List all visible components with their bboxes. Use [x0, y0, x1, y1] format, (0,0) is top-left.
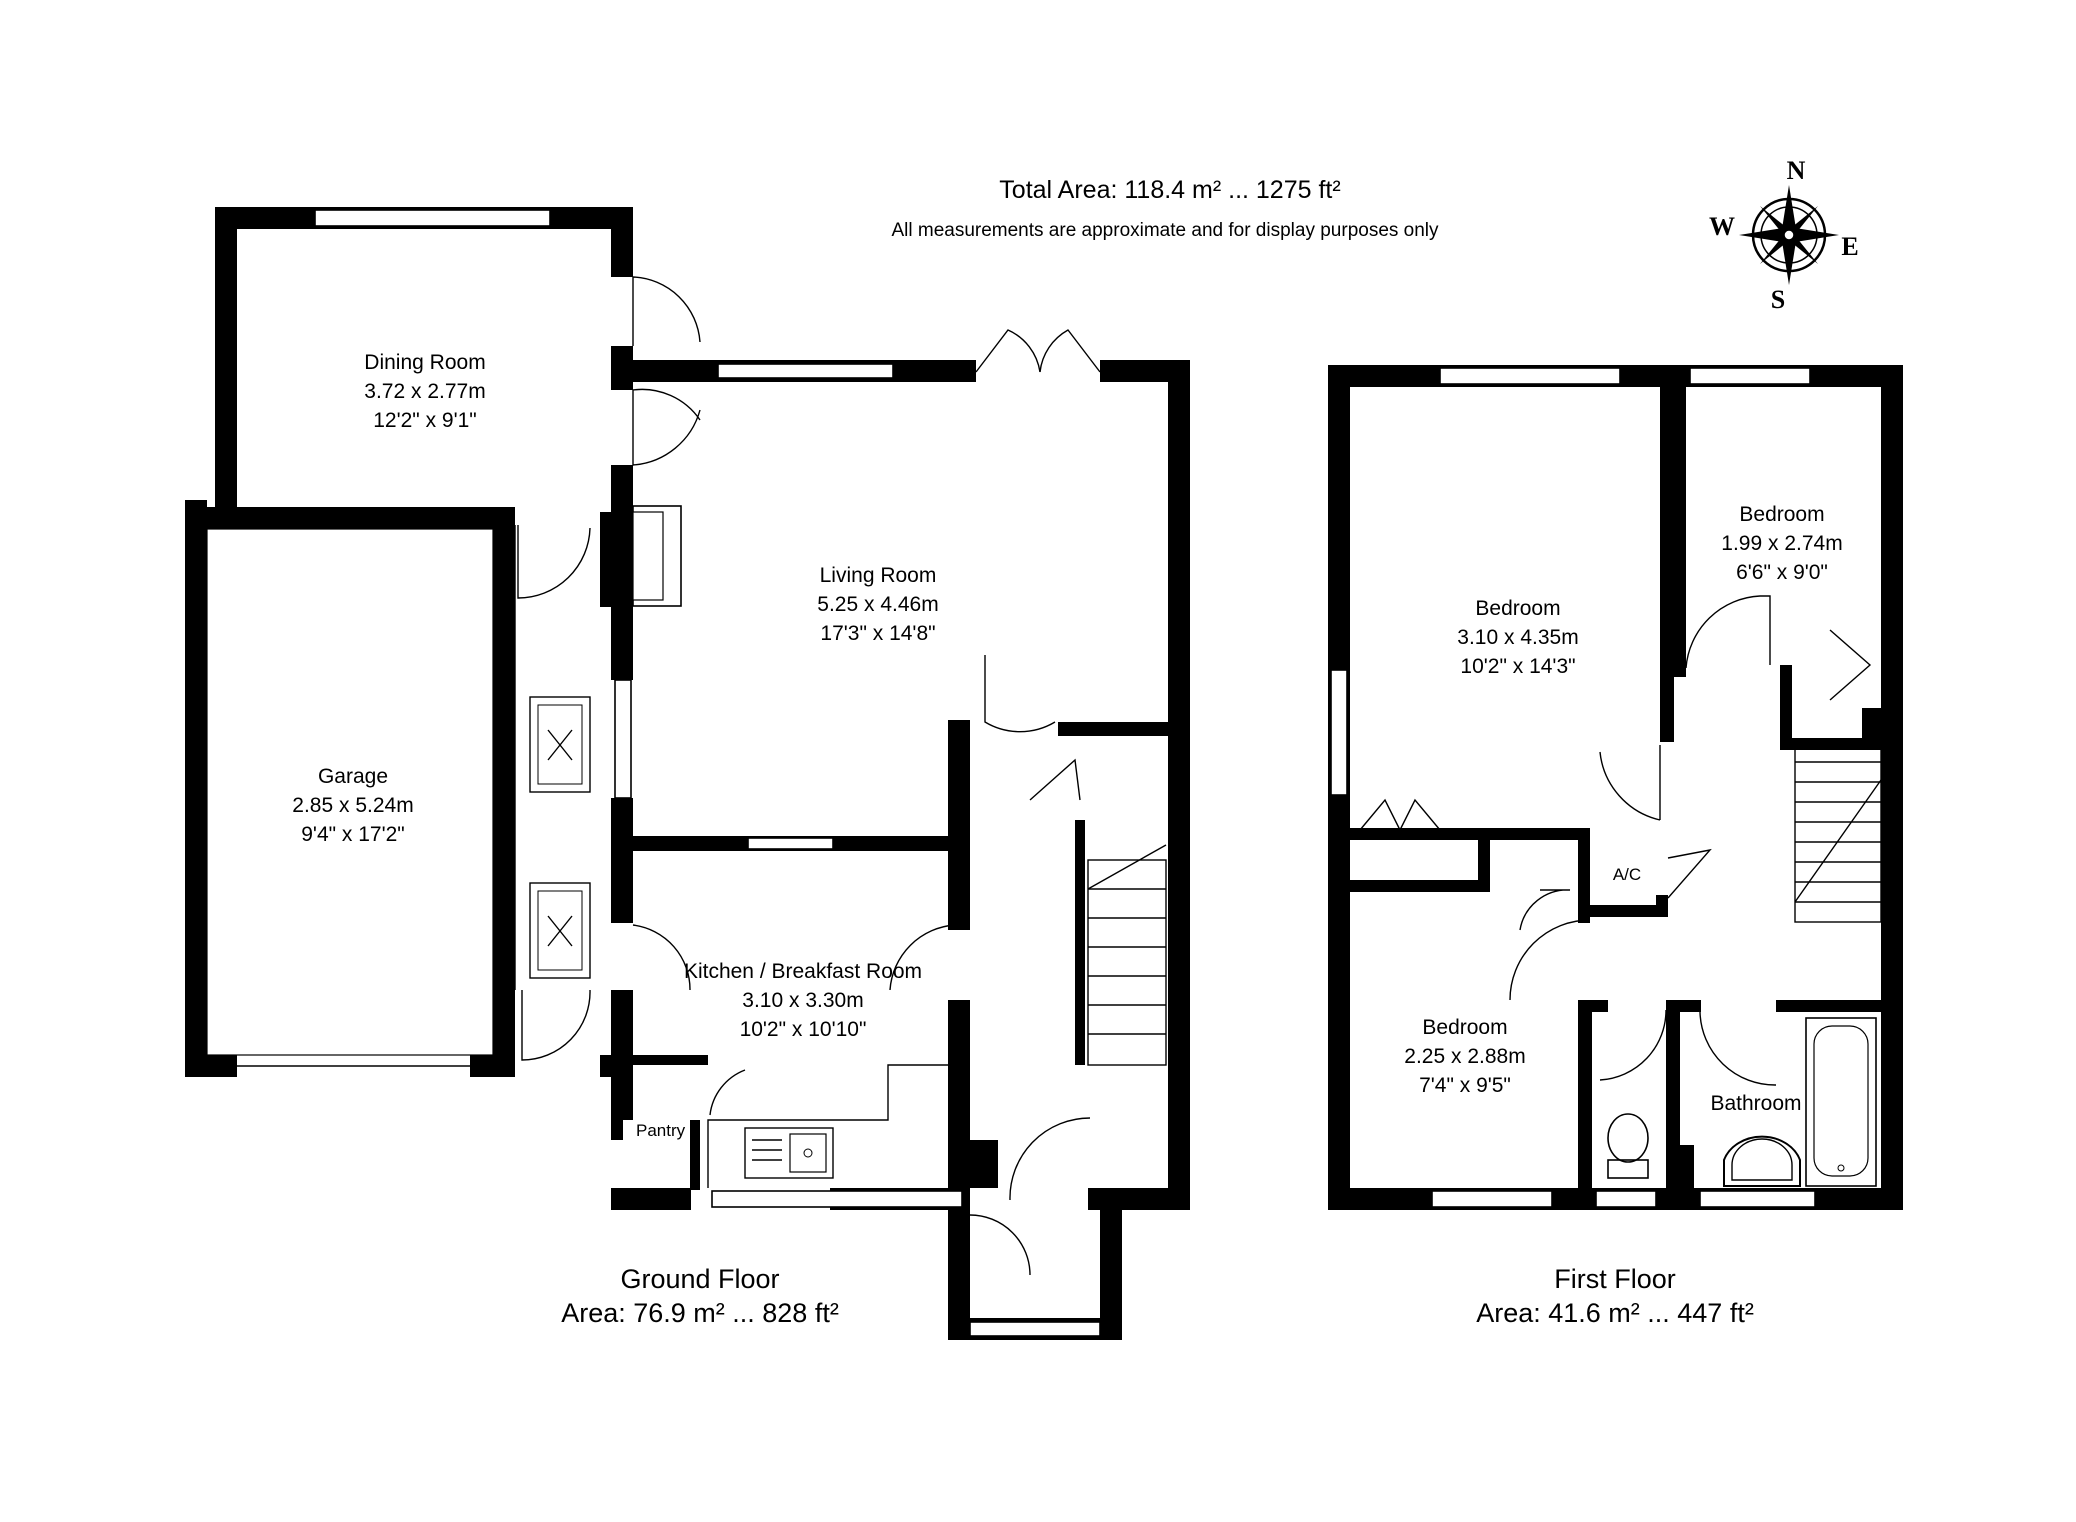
kitchen-metric: 3.10 x 3.30m [742, 989, 863, 1012]
living-room-imperial: 17'3" x 14'8" [820, 622, 935, 645]
compass-north-label: N [1787, 156, 1806, 185]
compass-rose-icon [1739, 185, 1839, 285]
bedroom-main-metric: 3.10 x 4.35m [1457, 626, 1578, 649]
compass-west-label: W [1709, 212, 1735, 241]
dining-room-name: Dining Room [364, 351, 485, 374]
skylight-icon [529, 696, 591, 793]
bathroom-name: Bathroom [1710, 1092, 1801, 1115]
bedroom-front-imperial: 7'4" x 9'5" [1419, 1074, 1511, 1097]
bedroom-front-name: Bedroom [1422, 1016, 1507, 1039]
garage-imperial: 9'4" x 17'2" [301, 823, 405, 846]
staircase [1075, 820, 1167, 1066]
bedroom-main-name: Bedroom [1475, 597, 1560, 620]
sink-icon [744, 1127, 834, 1179]
first-floor-title: First Floor [1554, 1264, 1676, 1294]
kitchen-imperial: 10'2" x 10'10" [740, 1018, 867, 1041]
bedroom-main-imperial: 10'2" x 14'3" [1460, 655, 1575, 678]
basin-icon [1723, 1135, 1801, 1187]
bedroom-small-metric: 1.99 x 2.74m [1721, 532, 1842, 555]
bathtub-icon [1805, 1017, 1877, 1187]
dining-room-metric: 3.72 x 2.77m [364, 380, 485, 403]
first-floor-plan: Bedroom 3.10 x 4.35m 10'2" x 14'3" Bedro… [1328, 365, 1903, 1328]
bedroom-front-metric: 2.25 x 2.88m [1404, 1045, 1525, 1068]
disclaimer-text: All measurements are approximate and for… [891, 220, 1439, 241]
skylight-icon [529, 882, 591, 979]
kitchen-name: Kitchen / Breakfast Room [684, 960, 922, 983]
door-swing-icon [1509, 595, 1872, 1086]
first-floor-area: Area: 41.6 m² ... 447 ft² [1476, 1298, 1754, 1328]
garage-metric: 2.85 x 5.24m [292, 794, 413, 817]
pantry-name: Pantry [636, 1121, 686, 1140]
ground-floor-area: Area: 76.9 m² ... 828 ft² [561, 1298, 839, 1328]
door-swing-icon [517, 276, 1101, 1276]
airing-cupboard-name: A/C [1613, 865, 1641, 884]
staircase [1794, 741, 1882, 923]
bedroom-small-name: Bedroom [1739, 503, 1824, 526]
ground-floor-plan: Dining Room 3.72 x 2.77m 12'2" x 9'1" Li… [185, 207, 1190, 1340]
total-area-text: Total Area: 118.4 m² ... 1275 ft² [999, 176, 1340, 204]
bedroom-small-imperial: 6'6" x 9'0" [1736, 561, 1828, 584]
living-room-metric: 5.25 x 4.46m [817, 593, 938, 616]
toilet-icon [1607, 1113, 1649, 1179]
dining-room-imperial: 12'2" x 9'1" [373, 409, 477, 432]
garage-name: Garage [318, 765, 388, 788]
compass-south-label: S [1771, 285, 1785, 314]
living-room-name: Living Room [820, 564, 937, 587]
ground-floor-title: Ground Floor [620, 1264, 779, 1294]
compass-east-label: E [1841, 232, 1858, 261]
